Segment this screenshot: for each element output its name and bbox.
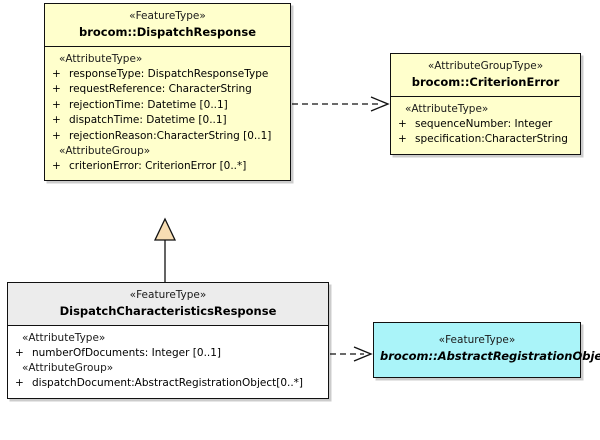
attribute-label: dispatchDocument:AbstractRegistrationObj…	[32, 377, 304, 390]
class-box-dispatch-characteristics-response[interactable]: «FeatureType» DispatchCharacteristicsRes…	[7, 282, 329, 399]
attribute-visibility: +	[398, 118, 407, 130]
class-header-dispatch-characteristics-response: «FeatureType» DispatchCharacteristicsRes…	[8, 283, 328, 326]
class-box-dispatch-response[interactable]: «FeatureType» brocom::DispatchResponse «…	[44, 3, 291, 182]
class-stereotype: «FeatureType»	[129, 10, 206, 22]
class-stereotype: «FeatureType»	[438, 333, 516, 346]
attribute-label: criterionError: CriterionError [0..*]	[69, 160, 247, 173]
attribute-label: numberOfDocuments: Integer [0..1]	[32, 347, 222, 359]
attribute-row: + numberOfDocuments: Integer [0..1]	[12, 346, 324, 361]
attribute-row: + responseType: DispatchResponseType	[49, 67, 286, 82]
attribute-label: sequenceNumber: Integer	[415, 118, 553, 130]
class-header-abstract-registration-object: «FeatureType» brocom::AbstractRegistrati…	[374, 323, 600, 377]
class-stereotype: «AttributeGroupType»	[427, 60, 544, 72]
class-header-dispatch-response: «FeatureType» brocom::DispatchResponse	[45, 4, 290, 47]
attribute-label: responseType: DispatchResponseType	[69, 68, 269, 80]
attribute-visibility: +	[15, 347, 24, 359]
attribute-row: + rejectionTime: Datetime [0..1]	[49, 98, 286, 113]
class-name: DispatchCharacteristicsResponse	[59, 304, 277, 318]
dependency-dispatch-characteristics-response-to-abstract-registration-object	[330, 346, 373, 362]
class-name: brocom::CriterionError	[411, 75, 560, 89]
attribute-row: + rejectionReason:CharacterString [0..1]	[49, 129, 286, 144]
attribute-label: specification:CharacterString	[415, 133, 568, 146]
attribute-row: + sequenceNumber: Integer	[395, 117, 576, 132]
class-stereotype: «FeatureType»	[129, 289, 207, 301]
compartment-group-label: «AttributeGroup»	[22, 362, 114, 375]
attribute-row: + criterionError: CriterionError [0..*]	[49, 159, 286, 174]
generalization-dispatch-characteristics-response-to-dispatch-response	[153, 217, 177, 282]
attribute-visibility: +	[15, 377, 24, 390]
attribute-label: rejectionReason:CharacterString [0..1]	[69, 129, 272, 142]
class-box-abstract-registration-object[interactable]: «FeatureType» brocom::AbstractRegistrati…	[373, 322, 600, 378]
attribute-visibility: +	[52, 98, 61, 111]
class-name: brocom::DispatchResponse	[79, 25, 256, 39]
attribute-row: + dispatchDocument:AbstractRegistrationOb…	[12, 376, 324, 391]
attribute-visibility: +	[52, 114, 61, 127]
open-arrowhead-icon	[353, 346, 373, 362]
attribute-visibility: +	[52, 160, 61, 173]
class-header-criterion-error: «AttributeGroupType» brocom::CriterionEr…	[391, 54, 580, 97]
class-attributes-criterion-error: «AttributeType» + sequenceNumber: Integer…	[391, 97, 580, 154]
attribute-visibility: +	[52, 83, 61, 96]
compartment-group-label: «AttributeGroup»	[59, 145, 151, 158]
compartment-group-label: «AttributeType»	[405, 103, 489, 115]
attribute-visibility: +	[52, 129, 61, 142]
compartment-group-label: «AttributeType»	[22, 332, 106, 344]
attribute-row: + dispatchTime: Datetime [0..1]	[49, 113, 286, 128]
compartment-group-label: «AttributeType»	[59, 53, 143, 65]
class-name: brocom::AbstractRegistrationObject	[380, 348, 600, 363]
attribute-visibility: +	[52, 68, 61, 80]
attribute-label: rejectionTime: Datetime [0..1]	[69, 98, 228, 111]
attribute-visibility: +	[398, 133, 407, 146]
open-arrowhead-icon	[370, 96, 390, 112]
attribute-row: + specification:CharacterString	[395, 132, 576, 147]
class-attributes-dispatch-response: «AttributeType» + responseType: DispatchR…	[45, 47, 290, 181]
class-attributes-dispatch-characteristics-response: «AttributeType» + numberOfDocuments: Inte…	[8, 326, 328, 398]
dependency-dispatch-response-to-criterion-error	[292, 96, 390, 112]
attribute-label: requestReference: CharacterString	[69, 83, 252, 96]
attribute-label: dispatchTime: Datetime [0..1]	[69, 114, 227, 127]
class-box-criterion-error[interactable]: «AttributeGroupType» brocom::CriterionEr…	[390, 53, 581, 155]
attribute-row: + requestReference: CharacterString	[49, 82, 286, 97]
hollow-triangle-arrowhead-icon	[153, 217, 177, 241]
